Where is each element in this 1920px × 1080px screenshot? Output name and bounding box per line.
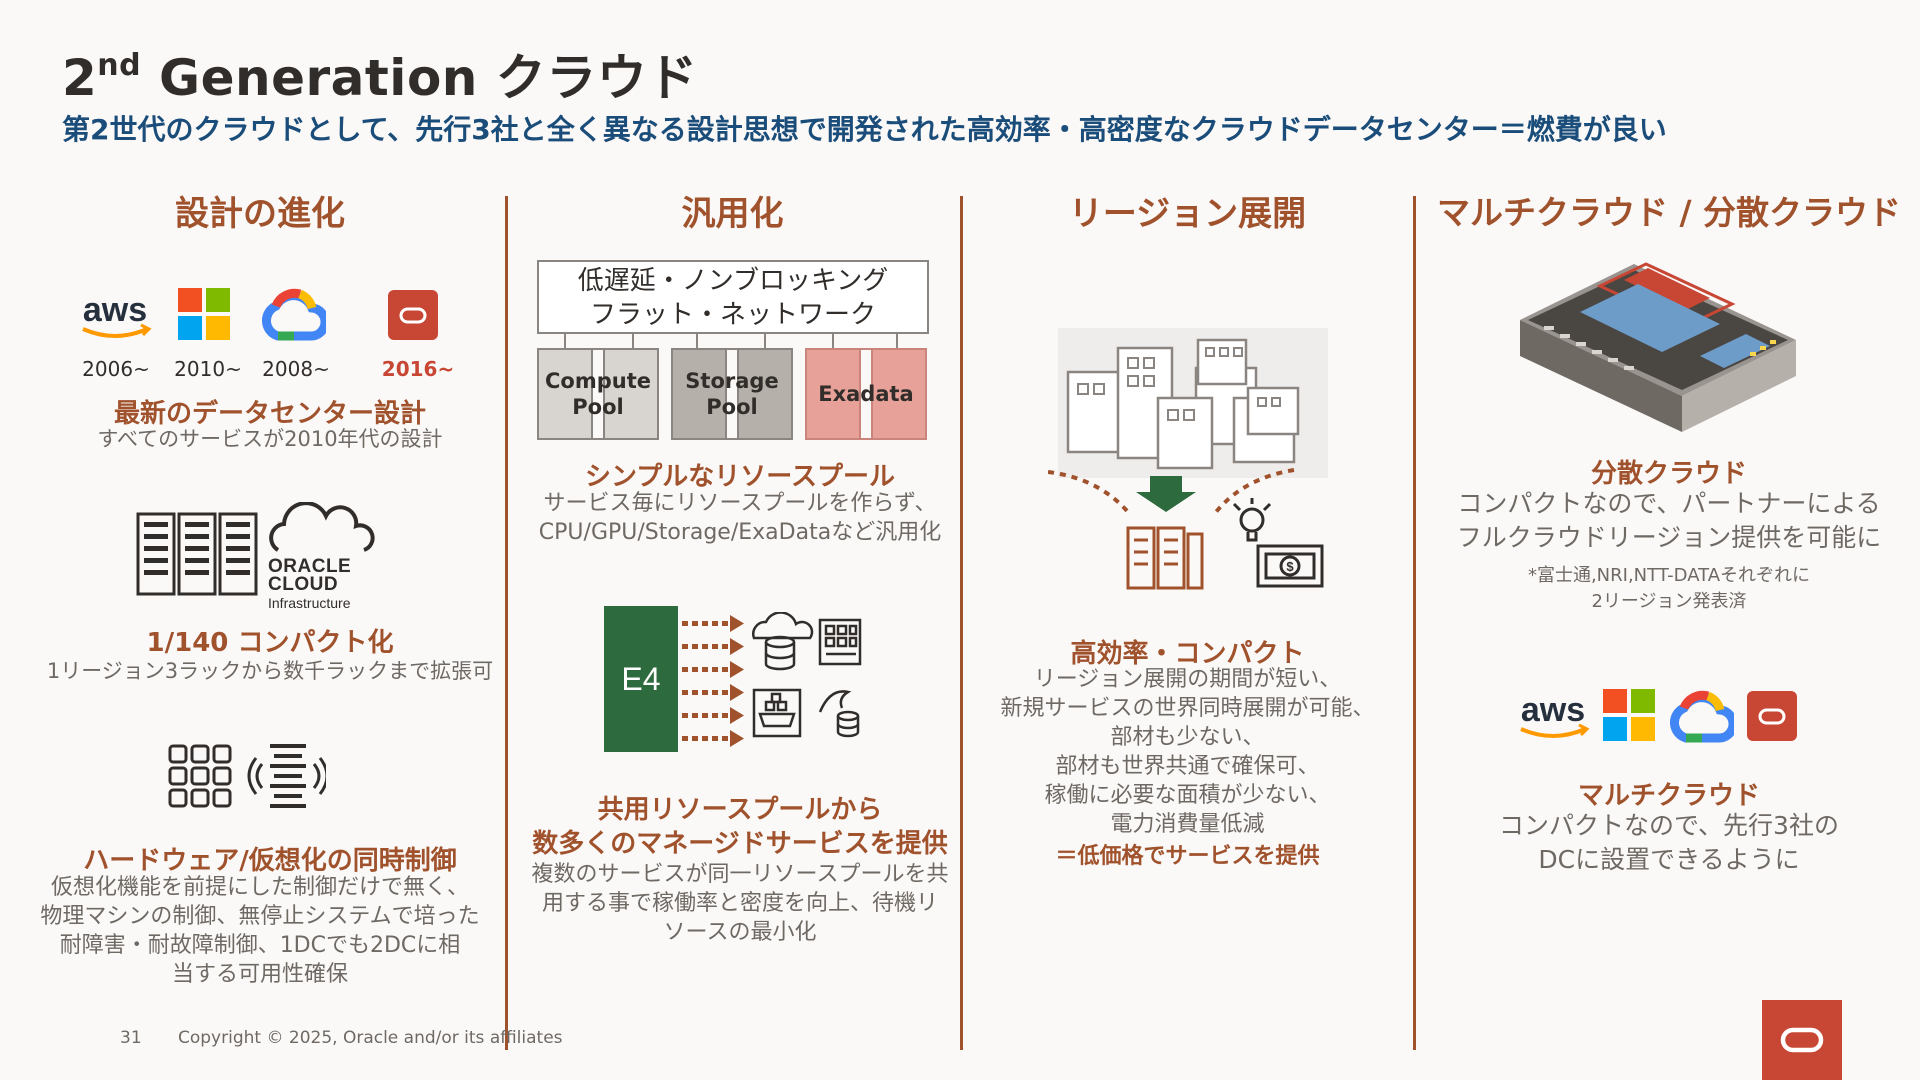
distributed-cloud-desc: コンパクトなので、パートナーによる フルクラウドリージョン提供を可能に	[1456, 489, 1882, 552]
oracle-logo	[388, 290, 438, 340]
google-cloud-logo	[1668, 690, 1738, 744]
multicloud-desc: コンパクトなので、先行3社の DCに設置できるように	[1499, 811, 1839, 874]
oracle-cloud-infrastructure-logo: ORACLE CLOUD Infrastructure	[268, 501, 378, 612]
oci-logo-line3: Infrastructure	[268, 595, 351, 611]
microsoft-logo	[178, 288, 230, 340]
server-rack-icon	[136, 512, 258, 598]
hw-control-title: ハードウェア/仮想化の同時制御	[83, 846, 457, 876]
compact-title: 1/140 コンパクト化	[146, 628, 394, 658]
multicloud-title: マルチクラウド	[1577, 781, 1760, 811]
shared-pool-desc: 複数のサービスが同一リソースプールを共 用する事で稼働率と密度を向上、待機リ ソ…	[531, 862, 949, 945]
exadata-pool: Exadata	[805, 348, 927, 440]
hw-control-desc: 仮想化機能を前提にした制御だけで無く、 物理マシンの制御、無停止システムで培った…	[40, 875, 480, 987]
resource-pool-title: シンプルなリソースプール	[585, 462, 895, 492]
col2-heading: 汎用化	[681, 194, 784, 234]
column-divider	[505, 196, 508, 1050]
year-aws: 2006~	[82, 357, 150, 381]
e4-arrows	[682, 615, 744, 747]
managed-services-icons	[752, 612, 862, 738]
oracle-logo	[1747, 691, 1797, 741]
copyright: Copyright © 2025, Oracle and/or its affi…	[178, 1028, 563, 1048]
year-oracle: 2016~	[381, 357, 455, 381]
hardware-chip-icon	[166, 742, 329, 810]
aws-logo: aws	[75, 285, 155, 345]
page-subtitle: 第2世代のクラウドとして、先行3社と全く異なる設計思想で開発された高効率・高密度…	[62, 113, 1667, 146]
network-box: 低遅延・ノンブロッキング フラット・ネットワーク	[537, 260, 929, 334]
page-number: 31	[120, 1028, 142, 1048]
year-gcp: 2008~	[262, 357, 330, 381]
col3-heading: リージョン展開	[1068, 194, 1307, 234]
column-divider	[960, 196, 963, 1050]
distributed-cloud-title: 分散クラウド	[1590, 459, 1747, 489]
year-azure: 2010~	[174, 357, 242, 381]
aws-logo-text: aws	[1521, 691, 1585, 729]
page-title: 2nd Generation クラウド	[62, 48, 698, 107]
microsoft-logo	[1603, 689, 1655, 741]
shared-pool-title: 共用リソースプールから 数多くのマネージドサービスを提供	[532, 795, 948, 859]
efficiency-desc: リージョン展開の期間が短い、 新規サービスの世界同時展開が可能、 部材も少ない、…	[1000, 667, 1375, 837]
distributed-datacenter-illustration	[1520, 262, 1796, 432]
column-divider	[1413, 196, 1416, 1050]
dc-design-desc: すべてのサービスが2010年代の設計	[97, 427, 443, 451]
col1-heading: 設計の進化	[175, 194, 345, 234]
aws-logo: aws	[1513, 685, 1593, 745]
oci-logo-line1: ORACLE	[268, 556, 352, 577]
e4-shape-block: E4	[604, 606, 678, 752]
svg-text:$: $	[1286, 559, 1294, 574]
col4-heading: マルチクラウド / 分散クラウド	[1436, 193, 1902, 232]
region-consolidation-illustration: $	[1048, 328, 1328, 590]
oracle-corner-logo	[1762, 1000, 1842, 1080]
dc-design-title: 最新のデータセンター設計	[113, 399, 426, 429]
efficiency-title: 高効率・コンパクト	[1070, 639, 1305, 669]
oci-logo-line2: CLOUD	[268, 574, 339, 595]
efficiency-conclusion: ＝低価格でサービスを提供	[1055, 844, 1320, 869]
google-cloud-logo	[260, 288, 330, 342]
aws-logo-text: aws	[83, 291, 147, 329]
resource-pool-desc: サービス毎にリソースプールを作らず、 CPU/GPU/Storage/ExaDa…	[538, 491, 942, 545]
compact-desc: 1リージョン3ラックから数千ラックまで拡張可	[46, 659, 494, 683]
network-connectors	[564, 334, 898, 350]
distributed-cloud-note: *富士通,NRI,NTT-DATAそれぞれに 2リージョン発表済	[1527, 565, 1811, 612]
